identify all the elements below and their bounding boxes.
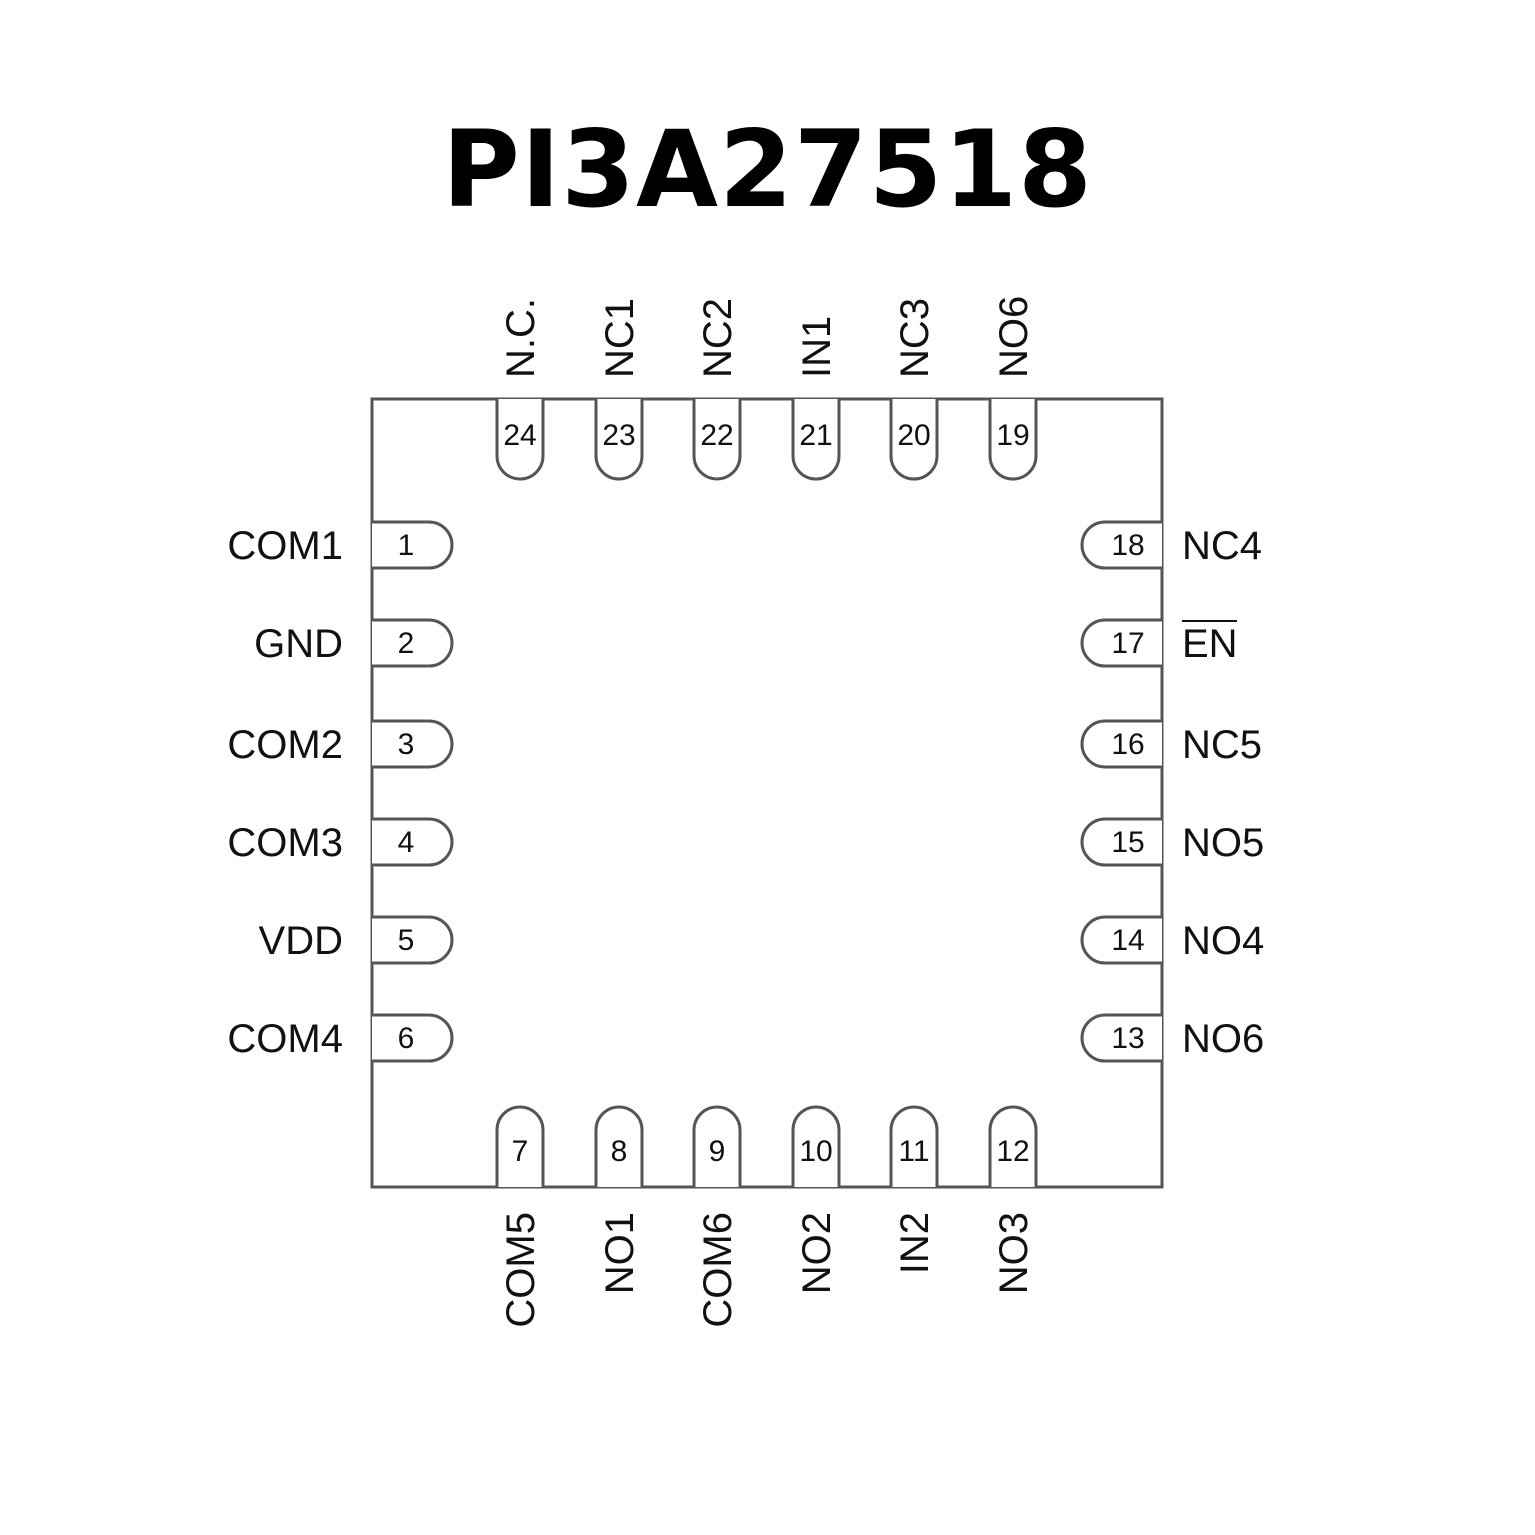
pin-22-label: NC2 (696, 298, 740, 378)
pin-3-pad (372, 719, 454, 769)
pin-13-label: NO6 (1182, 1017, 1264, 1061)
pin-14-pad (1080, 915, 1162, 965)
pin-11-label: IN2 (893, 1212, 937, 1274)
ic-package-body (370, 397, 1164, 1189)
pin-24-pad (495, 399, 545, 481)
pin-4-label: COM3 (227, 821, 343, 865)
pin-17-pad (1080, 618, 1162, 668)
pin-21-pad (791, 399, 841, 481)
pin-9-pad (692, 1105, 742, 1187)
pin-5-number: 5 (398, 924, 415, 957)
pin-9-number: 9 (709, 1135, 726, 1168)
pin-3-number: 3 (398, 728, 415, 761)
pin-24-label: N.C. (499, 298, 543, 378)
chip-title: PI3A27518 (442, 108, 1093, 231)
pin-17-number: 17 (1111, 627, 1144, 660)
pin-2-pad (372, 618, 454, 668)
pin-18-label: NC4 (1182, 524, 1262, 568)
pin-1-pad (372, 520, 454, 570)
pin-22-pad (692, 399, 742, 481)
pin-16-pad (1080, 719, 1162, 769)
pin-18-number: 18 (1111, 529, 1144, 562)
pin-2-label: GND (254, 622, 343, 666)
pin-8-pad (594, 1105, 644, 1187)
pin-15-label: NO5 (1182, 821, 1264, 865)
pin-4-number: 4 (398, 826, 415, 859)
pin-5-pad (372, 915, 454, 965)
pin-11-number: 11 (898, 1135, 929, 1168)
pin-15-number: 15 (1111, 826, 1144, 859)
pin-12-number: 12 (996, 1135, 1029, 1168)
pin-18-pad (1080, 520, 1162, 570)
pin-14-label: NO4 (1182, 919, 1264, 963)
pin-8-label: NO1 (598, 1212, 642, 1294)
pin-17-label: EN (1182, 622, 1238, 666)
pin-3-label: COM2 (227, 723, 343, 767)
pin-6-label: COM4 (227, 1017, 343, 1061)
pin-23-pad (594, 399, 644, 481)
pin-9-label: COM6 (696, 1212, 740, 1328)
pin-23-number: 23 (602, 419, 635, 452)
pin-20-pad (889, 399, 939, 481)
pin-19-number: 19 (996, 419, 1029, 452)
pin-7-number: 7 (512, 1135, 529, 1168)
pin-10-label: NO2 (795, 1212, 839, 1294)
pin-10-number: 10 (799, 1135, 832, 1168)
pin-19-label: NO6 (992, 296, 1036, 378)
pin-15-pad (1080, 817, 1162, 867)
pin-14-number: 14 (1111, 924, 1144, 957)
pin-7-pad (495, 1105, 545, 1187)
pin-2-number: 2 (398, 627, 415, 660)
pin-16-number: 16 (1111, 728, 1144, 761)
pin-21-label: IN1 (795, 316, 839, 378)
pin-16-label: NC5 (1182, 723, 1262, 767)
pin-21-number: 21 (799, 419, 832, 452)
pin-1-label: COM1 (227, 524, 343, 568)
pin-12-label: NO3 (992, 1212, 1036, 1294)
pin-20-number: 20 (897, 419, 930, 452)
pin-11-pad (889, 1105, 939, 1187)
pin-19-pad (988, 399, 1038, 481)
pin-13-pad (1080, 1013, 1162, 1063)
pin-6-pad (372, 1013, 454, 1063)
pin-4-pad (372, 817, 454, 867)
pin-24-number: 24 (503, 419, 536, 452)
pin-10-pad (791, 1105, 841, 1187)
pin-5-label: VDD (259, 919, 343, 963)
pin-13-number: 13 (1111, 1022, 1144, 1055)
pin-7-label: COM5 (499, 1212, 543, 1328)
pin-22-number: 22 (700, 419, 733, 452)
pin-8-number: 8 (611, 1135, 628, 1168)
pin-6-number: 6 (398, 1022, 415, 1055)
pin-23-label: NC1 (598, 298, 642, 378)
pin-12-pad (988, 1105, 1038, 1187)
pin-1-number: 1 (398, 529, 415, 562)
pin-20-label: NC3 (893, 298, 937, 378)
